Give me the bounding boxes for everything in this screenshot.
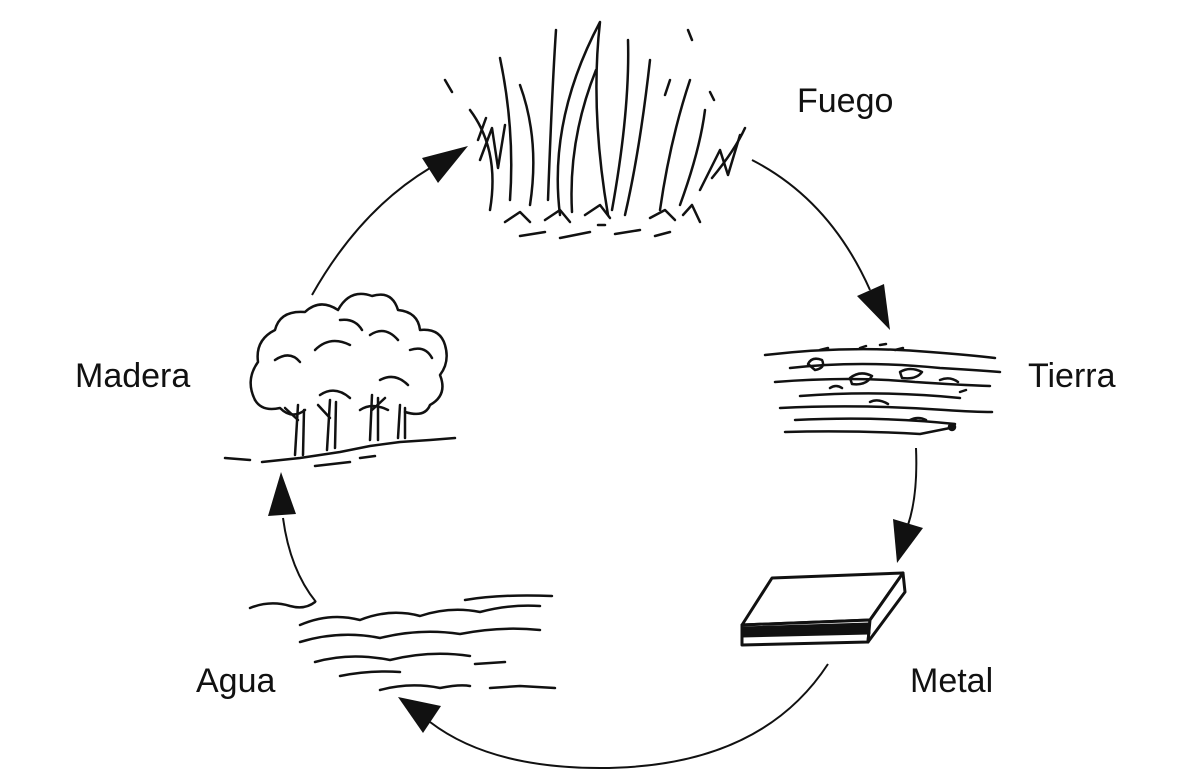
arrow-metal-to-water	[398, 663, 829, 770]
arrow-water-to-wood	[268, 472, 317, 603]
water-illustration	[248, 594, 557, 692]
wood-label: Madera	[75, 357, 190, 395]
cycle-arrows	[268, 146, 923, 770]
metal-illustration	[740, 571, 907, 647]
arrow-earth-to-metal	[893, 447, 923, 563]
water-label: Agua	[196, 662, 275, 700]
arrow-fire-to-earth	[751, 159, 890, 330]
fire-illustration	[443, 20, 747, 240]
fire-label: Fuego	[797, 82, 893, 120]
earth-illustration	[763, 342, 1002, 436]
metal-label: Metal	[910, 662, 993, 700]
earth-label: Tierra	[1028, 357, 1116, 395]
arrow-wood-to-fire	[311, 146, 468, 296]
wood-illustration	[223, 292, 457, 468]
